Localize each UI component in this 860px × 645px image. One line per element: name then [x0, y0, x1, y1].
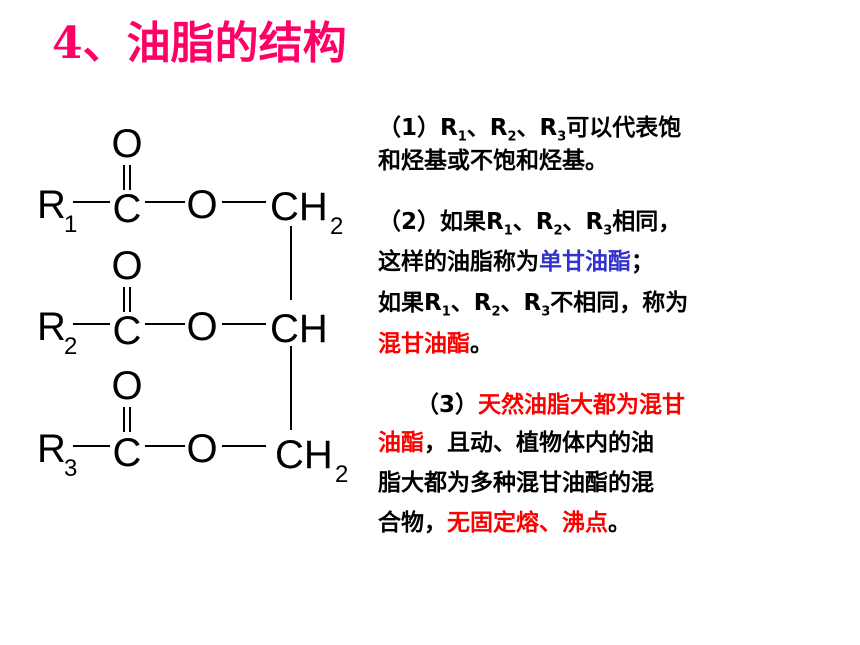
ch2-bottom-subscript: 2 — [335, 461, 348, 488]
natural-fats-statement: 天然油脂大都为混甘 — [478, 392, 686, 418]
carbon-3: C — [113, 431, 142, 475]
note-3-line-4: 合物，无固定熔、沸点。 — [378, 510, 631, 536]
r1-label: R — [37, 183, 66, 227]
r2-label: R — [37, 305, 66, 349]
note-2-line-4: 混甘油酯。 — [378, 331, 493, 357]
ch2-top: CH — [270, 185, 328, 229]
r1-subscript: 1 — [64, 211, 77, 238]
note-1-line-1: （1）R1、R2、R3可以代表饱 — [378, 115, 682, 145]
ch2-top-subscript: 2 — [330, 213, 343, 240]
note-3-line-3: 脂大都为多种混甘油酯的混 — [378, 470, 654, 496]
note-2-line-1: （2）如果R1、R2、R3相同， — [378, 209, 682, 239]
carbon-2: C — [113, 309, 142, 353]
carbonyl-oxygen-3: O — [111, 364, 142, 408]
ester-oxygen-1: O — [186, 183, 217, 227]
r3-subscript: 3 — [64, 455, 77, 482]
note-2-line-3: 如果R1、R2、R3不相同，称为 — [378, 290, 689, 320]
mixed-glyceride-term: 混甘油酯 — [378, 331, 470, 357]
carbonyl-oxygen-1: O — [111, 122, 142, 166]
single-glyceride-term: 单甘油酯 — [539, 249, 631, 275]
carbonyl-oxygen-2: O — [111, 244, 142, 288]
r2-subscript: 2 — [64, 333, 77, 360]
note-2-line-2: 这样的油脂称为单甘油酯； — [378, 249, 654, 275]
triglyceride-structure-diagram: O R 1 C O CH 2 O R 2 C O CH O R 3 C O CH… — [37, 122, 348, 488]
ester-oxygen-2: O — [186, 305, 217, 349]
carbon-1: C — [113, 187, 142, 231]
ester-oxygen-3: O — [186, 427, 217, 471]
no-fixed-melting-point: 无固定熔、沸点 — [447, 510, 608, 536]
note-3-line-1: （3）天然油脂大都为混甘 — [416, 392, 686, 418]
note-1-line-2: 和烃基或不饱和烃基。 — [378, 148, 608, 174]
ch2-bottom: CH — [275, 433, 333, 477]
slide-title: 4、油脂的结构 — [52, 18, 347, 69]
note-3-line-2: 油酯，且动、植物体内的油 — [378, 430, 654, 456]
natural-fats-statement-cont: 油酯 — [378, 430, 424, 456]
ch-middle: CH — [270, 307, 328, 351]
r3-label: R — [37, 427, 66, 471]
